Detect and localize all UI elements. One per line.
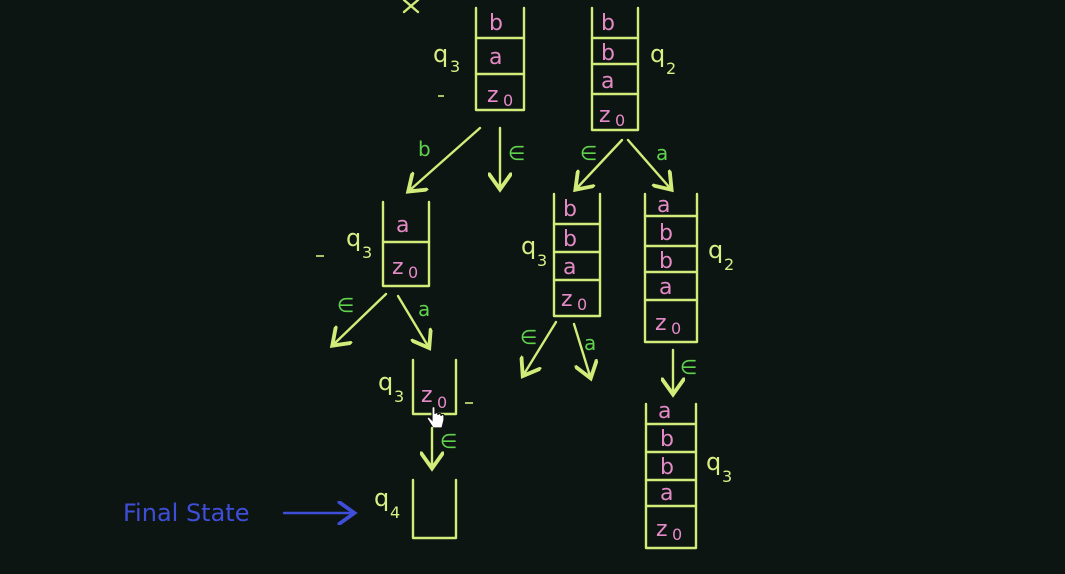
stack-symbol-sub: 0 <box>408 263 418 282</box>
stack-symbol: z <box>561 287 573 312</box>
stack-symbol: a <box>396 213 409 238</box>
transition-label: ∈ <box>440 429 457 453</box>
stack-symbol-sub: 0 <box>672 525 682 544</box>
stack-q3-bottom-right: a b b a z 0 q 3 <box>644 399 732 550</box>
transition-label: b <box>418 137 431 161</box>
stack-symbol: a <box>489 45 502 70</box>
stack-symbol-sub: 0 <box>615 111 625 130</box>
state-label: q <box>706 448 721 476</box>
stack-symbol: b <box>601 11 615 36</box>
stack-symbol: z <box>599 103 611 128</box>
stack-symbol: b <box>489 11 503 36</box>
state-label: q <box>378 368 393 396</box>
transition-arrow <box>626 138 670 188</box>
cropped-glyph <box>402 0 420 14</box>
transition-label: ∈ <box>508 141 525 165</box>
stack-symbol-sub: 0 <box>437 393 447 412</box>
state-index: 3 <box>450 57 460 76</box>
stack-q3-mid-left: a z 0 q 3 <box>346 200 431 288</box>
stack-symbol: a <box>658 399 671 424</box>
stack-q2-right: a b b a z 0 q 2 <box>643 192 734 344</box>
stack-symbol: b <box>659 221 673 246</box>
state-label: q <box>650 40 665 68</box>
stack-symbol: b <box>660 455 674 480</box>
stack-symbol-sub: 0 <box>503 91 513 110</box>
stack-symbol-sub: 0 <box>671 319 681 338</box>
stack-symbol: b <box>660 427 674 452</box>
stack-q2-top-right: b b a z 0 q 2 <box>590 6 676 132</box>
state-index: 3 <box>722 467 732 486</box>
state-index: 2 <box>666 59 676 78</box>
transition-arrow <box>524 320 558 374</box>
transition-arrow <box>396 294 428 346</box>
stack-symbol-sub: 0 <box>577 295 587 314</box>
stack-symbol: a <box>601 69 614 94</box>
stack-q4-final: q 4 <box>374 478 458 540</box>
state-label: q <box>708 236 723 264</box>
transition-label: ∈ <box>580 141 597 165</box>
stack-q3-lower-left: z 0 q 3 <box>378 358 458 416</box>
stack-symbol: z <box>487 83 499 108</box>
stack-q3-top-left: b a z 0 q 3 <box>433 6 526 112</box>
transition-label: ∈ <box>520 325 537 349</box>
state-index: 4 <box>390 503 400 522</box>
transition-arrow <box>334 292 388 344</box>
stack-symbol: b <box>563 227 577 252</box>
transition-label: a <box>418 297 430 321</box>
transition-label: a <box>584 331 596 355</box>
transition-arrow <box>572 322 590 376</box>
stack-symbol: b <box>659 249 673 274</box>
state-index: 2 <box>724 255 734 274</box>
state-label: q <box>521 232 536 260</box>
final-state-label: Final State <box>123 499 249 527</box>
state-index: 3 <box>537 251 547 270</box>
stack-symbol: z <box>656 517 668 542</box>
state-index: 3 <box>362 243 372 262</box>
stack-symbol: b <box>601 41 615 66</box>
stack-symbol: z <box>421 383 433 408</box>
transition-label: ∈ <box>337 293 354 317</box>
transition-arrow <box>410 126 482 190</box>
hand-cursor-icon <box>426 405 445 429</box>
state-label: q <box>346 224 361 252</box>
state-index: 3 <box>394 387 404 406</box>
stack-symbol: a <box>659 275 672 300</box>
stack-symbol: z <box>655 311 667 336</box>
stack-symbol: a <box>657 193 670 218</box>
transition-arrow <box>577 138 624 188</box>
transition-label: ∈ <box>680 355 697 379</box>
stack-symbol: z <box>392 255 404 280</box>
stack-symbol: b <box>563 197 577 222</box>
stack-symbol: a <box>563 255 576 280</box>
state-label: q <box>433 40 448 68</box>
stack-symbol: a <box>660 481 673 506</box>
state-label: q <box>374 484 389 512</box>
stack-q3-middle: b b a z 0 q 3 <box>521 192 602 318</box>
transition-label: a <box>656 141 668 165</box>
